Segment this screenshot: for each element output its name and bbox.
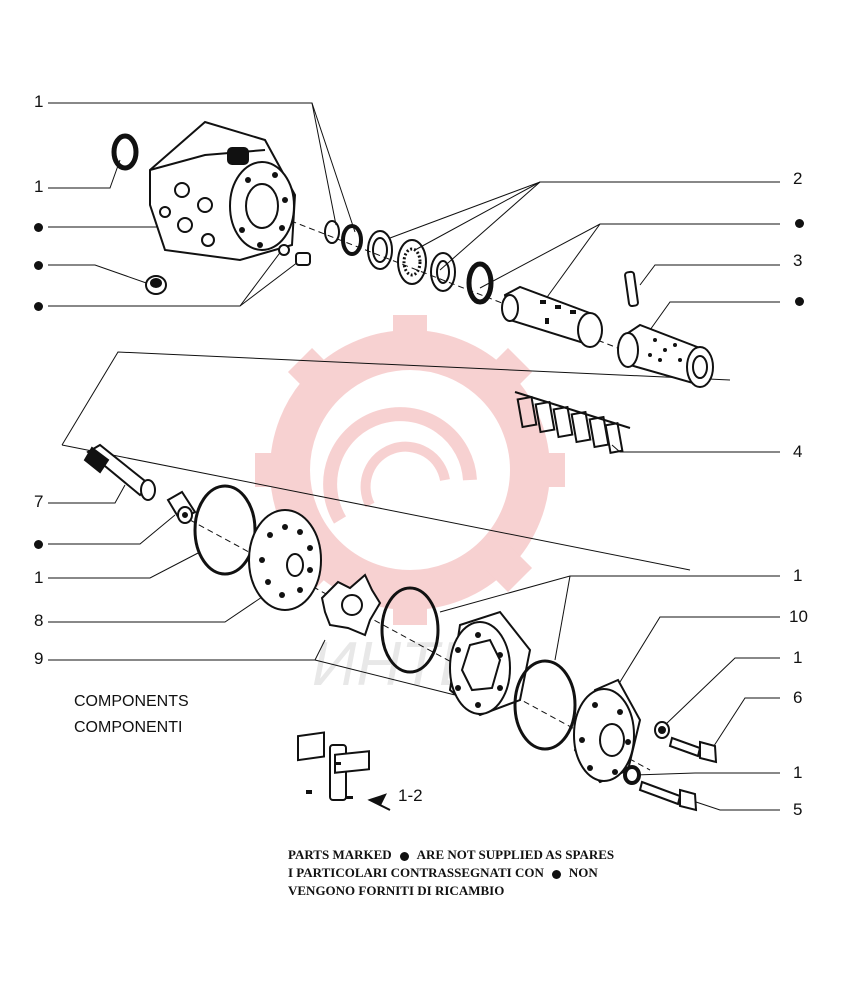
callout-1-mid: 1: [34, 568, 44, 587]
set-screw: [295, 252, 311, 266]
watermark-gear-logo: [255, 315, 565, 625]
callout-7: 7: [34, 492, 44, 511]
cross-pin: [624, 270, 639, 308]
note-line-1b: ARE NOT SUPPLIED AS SPARES: [416, 847, 615, 862]
callout-10: 10: [789, 607, 808, 626]
note-line-3: VENGONO FORNITI DI RICAMBIO: [288, 883, 505, 898]
callout-2: 2: [793, 169, 803, 188]
rotor-gear: [320, 573, 382, 637]
not-supplied-marker-ball: [34, 302, 43, 311]
inner-spool: [501, 285, 603, 348]
callout-1-right-c: 1: [793, 763, 803, 782]
check-ball: [278, 244, 290, 256]
note-line-1: PARTS MARKED ARE NOT SUPPLIED AS SPARES: [288, 846, 614, 864]
note-line-2b: NON: [568, 865, 598, 880]
o-ring-right-b: [513, 659, 577, 751]
o-ring-mid: [193, 484, 257, 576]
not-supplied-marker-plug: [34, 261, 43, 270]
callout-5: 5: [793, 800, 803, 819]
not-supplied-marker-housing: [34, 223, 43, 232]
stator-ring: [448, 610, 532, 717]
callout-6: 6: [793, 688, 803, 707]
callout-4: 4: [793, 442, 803, 461]
callout-9: 9: [34, 649, 44, 668]
seal-kit-label: 1-2: [398, 786, 423, 805]
callout-1-right-a: 1: [793, 566, 803, 585]
valve-housing: [149, 120, 297, 262]
caption-english: COMPONENTS: [74, 693, 189, 710]
note-line-2: I PARTICOLARI CONTRASSEGNATI CON NON: [288, 864, 598, 882]
cardan-shaft: [83, 443, 156, 501]
callout-1-top: 1: [34, 92, 44, 111]
end-cover: [573, 678, 642, 784]
spacer-bush: [166, 490, 197, 524]
note-marker-2: [551, 869, 561, 879]
callout-3: 3: [793, 251, 803, 270]
callout-1-right-b: 1: [793, 648, 803, 667]
callout-1-seal: 1: [34, 177, 44, 196]
fasteners: [623, 721, 718, 812]
not-supplied-marker-sleeve: [795, 297, 804, 306]
distributor-plate: [248, 509, 322, 611]
note-line-1a: PARTS MARKED: [288, 847, 392, 862]
o-ring-right-a: [380, 586, 440, 674]
caption-italian: COMPONENTI: [74, 719, 183, 736]
callout-8: 8: [34, 611, 44, 630]
not-supplied-marker-spool: [795, 219, 804, 228]
plug-cap: [145, 275, 167, 295]
outer-sleeve: [617, 323, 714, 388]
not-supplied-marker-spacer: [34, 540, 43, 549]
seal-ring-top: [111, 133, 139, 171]
centering-springs: [514, 391, 631, 454]
rings-row: [324, 220, 494, 305]
note-marker-1: [399, 851, 409, 861]
seal-kit-icon: [297, 731, 391, 811]
note-line-2a: I PARTICOLARI CONTRASSEGNATI CON: [288, 865, 544, 880]
